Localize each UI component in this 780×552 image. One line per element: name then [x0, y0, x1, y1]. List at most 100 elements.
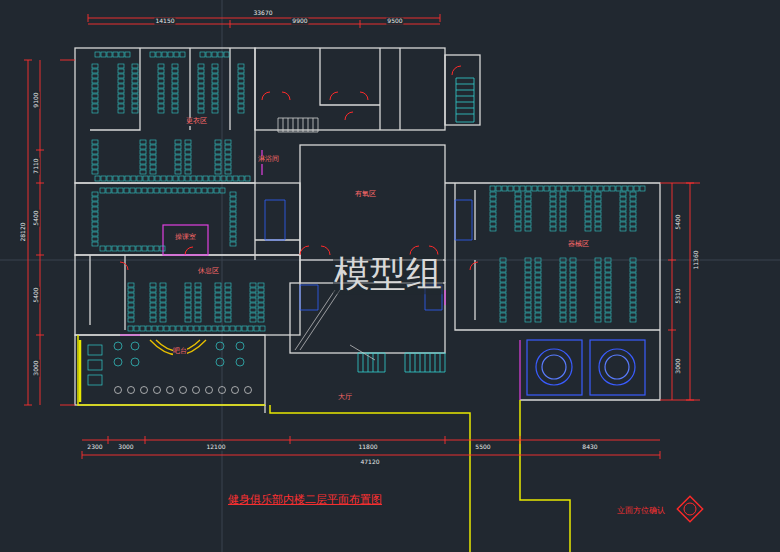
plan-rect	[150, 318, 156, 322]
plan-rect	[500, 263, 506, 267]
dimension: 5400	[33, 209, 40, 226]
plan-rect	[535, 298, 541, 302]
dimension: 5400	[675, 213, 682, 230]
plan-rect	[214, 188, 219, 193]
plan-rect	[605, 263, 611, 267]
plan-rect	[154, 246, 159, 251]
plan-rect	[215, 318, 221, 322]
plan-rect	[172, 74, 178, 78]
plan-circle	[128, 387, 135, 394]
plan-rect	[160, 308, 166, 312]
plan-rect	[200, 326, 205, 331]
plan-rect	[605, 268, 611, 272]
plan-rect	[595, 268, 601, 272]
plan-rect	[215, 140, 221, 144]
plan-rect	[550, 186, 555, 191]
plan-rect	[630, 298, 636, 302]
plan-rect	[490, 202, 496, 206]
room-label-box: 大厅	[336, 393, 354, 403]
plan-rect	[490, 192, 496, 196]
plan-rect	[550, 202, 556, 206]
plan-rect	[158, 74, 164, 78]
room-label-box: 有氧区	[353, 190, 378, 200]
plan-rect	[250, 293, 256, 297]
plan-rect	[525, 308, 531, 312]
plan-rect	[570, 298, 576, 302]
plan-rect	[118, 246, 123, 251]
plan-rect	[142, 188, 147, 193]
plan-rect	[128, 308, 134, 312]
plan-path	[668, 183, 694, 400]
plan-rect	[212, 74, 218, 78]
plan-rect	[174, 52, 179, 57]
plan-rect	[107, 52, 112, 57]
plan-circle	[131, 358, 139, 366]
dimension: 11360	[693, 249, 700, 270]
plan-rect	[515, 197, 521, 201]
plan-rect	[527, 340, 582, 395]
plan-rect	[118, 94, 124, 98]
dimension: 3000	[33, 359, 40, 376]
plan-circle	[219, 387, 226, 394]
plan-rect	[560, 217, 566, 221]
plan-rect	[230, 192, 236, 196]
plan-rect	[92, 145, 98, 149]
plan-rect	[118, 74, 124, 78]
plan-rect	[560, 192, 566, 196]
plan-rect	[225, 170, 231, 174]
plan-rect	[164, 326, 169, 331]
plan-path	[78, 335, 470, 552]
plan-rect	[160, 313, 166, 317]
plan-rect	[238, 74, 244, 78]
plan-rect	[92, 165, 98, 169]
plan-rect	[212, 69, 218, 73]
plan-rect	[238, 89, 244, 93]
plan-rect	[560, 202, 566, 206]
plan-rect	[260, 326, 265, 331]
plan-rect	[585, 212, 591, 216]
plan-rect	[92, 94, 98, 98]
plan-rect	[112, 188, 117, 193]
plan-rect	[160, 293, 166, 297]
plan-rect	[195, 288, 201, 292]
plan-circle	[684, 503, 696, 515]
atrium-diagonal	[295, 290, 375, 360]
plan-rect	[95, 52, 100, 57]
plan-rect	[218, 52, 223, 57]
plan-circle	[193, 387, 200, 394]
plan-rect	[140, 160, 146, 164]
plan-rect	[500, 303, 506, 307]
plan-rect	[570, 293, 576, 297]
plan-rect	[132, 89, 138, 93]
plan-rect	[172, 104, 178, 108]
drawing-title: 健身俱乐部内楼二层平面布置图	[228, 494, 382, 506]
plan-rect	[191, 176, 196, 181]
plan-rect	[112, 246, 117, 251]
plan-rect	[172, 69, 178, 73]
plan-rect	[630, 227, 636, 231]
plan-rect	[225, 145, 231, 149]
plan-rect	[535, 258, 541, 262]
plan-rect	[570, 308, 576, 312]
plan-rect	[570, 303, 576, 307]
plan-rect	[225, 165, 231, 169]
plan-rect	[137, 176, 142, 181]
plan-rect	[520, 186, 525, 191]
plan-path	[120, 66, 478, 270]
plan-rect	[620, 207, 626, 211]
plan-path	[24, 60, 44, 405]
plan-rect	[150, 165, 156, 169]
plan-rect	[175, 150, 181, 154]
plan-rect	[500, 293, 506, 297]
plan-rect	[535, 293, 541, 297]
plan-path	[265, 183, 660, 413]
plan-rect	[185, 150, 191, 154]
plan-rect	[605, 308, 611, 312]
plan-rect	[560, 298, 566, 302]
plan-rect	[238, 64, 244, 68]
plan-rect	[535, 318, 541, 322]
plan-rect	[92, 155, 98, 159]
plan-rect	[118, 84, 124, 88]
plan-rect	[92, 104, 98, 108]
plan-rect	[88, 360, 102, 370]
